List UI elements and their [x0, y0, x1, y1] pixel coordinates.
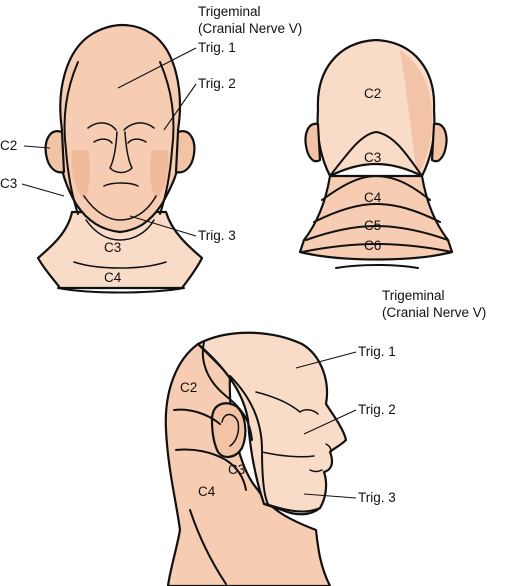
back-skull-shade	[400, 50, 433, 174]
front-trig3-leader	[129, 215, 197, 237]
back-c6-lower-boundary	[301, 243, 453, 253]
back-c5-c6-boundary	[305, 225, 449, 241]
side-back-neck-line	[189, 509, 227, 585]
front-jaw-line	[83, 195, 157, 221]
front-header-line2: (Cranial Nerve V)	[198, 21, 302, 36]
front-trig2-label: Trig. 2	[198, 76, 236, 91]
back-head-figure: C2 C3 C4 C5 C6	[298, 38, 454, 269]
back-c2-c3-boundary	[329, 131, 423, 177]
front-cheek-shade-left	[71, 150, 91, 200]
front-header-line1: Trigeminal	[198, 4, 261, 19]
side-c3-label: C3	[228, 462, 245, 477]
side-trig2-label: Trig. 2	[358, 402, 396, 417]
front-c2-label: C2	[0, 138, 17, 153]
side-neck-region	[164, 342, 332, 586]
side-trig1-leader	[295, 351, 357, 369]
back-c6-label: C6	[364, 238, 381, 253]
side-c2-label: C2	[180, 380, 197, 395]
side-header-line2: (Cranial Nerve V)	[382, 305, 486, 320]
back-c4-c5-boundary	[313, 203, 441, 223]
side-c2-c3-boundary	[173, 408, 221, 425]
front-collar-line	[57, 287, 185, 294]
front-c3-neck-label: C3	[104, 240, 121, 255]
side-trig3-leader	[303, 493, 357, 499]
side-c2-trig-boundary	[201, 341, 253, 441]
side-face-region	[196, 331, 348, 516]
side-c3-c4-boundary	[175, 448, 247, 491]
side-trig2-3-boundary	[261, 451, 315, 458]
front-trig-boundary-left	[63, 61, 79, 215]
side-c4-label: C4	[198, 484, 216, 499]
back-left-ear	[304, 122, 322, 163]
side-nostril	[325, 443, 332, 453]
side-ear	[210, 402, 247, 458]
back-neck-region	[298, 174, 454, 261]
front-trig1-leader	[117, 47, 197, 89]
front-c2-leader	[23, 145, 51, 149]
back-c2-label: C2	[364, 86, 381, 101]
front-left-eye	[93, 138, 113, 144]
front-head-figure: Trigeminal (Cranial Nerve V) Trig. 1 Tri…	[0, 4, 302, 294]
front-brow	[87, 122, 155, 131]
back-right-ear	[430, 122, 448, 163]
back-c4-label: C4	[364, 190, 382, 205]
back-shoulder-line	[335, 264, 419, 269]
side-jaw-line	[265, 503, 321, 513]
side-header-line1: Trigeminal	[382, 288, 445, 303]
front-cheek-shade-right	[149, 150, 169, 200]
front-right-eye	[127, 138, 147, 144]
front-right-ear	[174, 130, 196, 174]
front-trig3-label: Trig. 3	[198, 228, 236, 243]
side-eye	[299, 409, 319, 415]
front-c3-leader	[21, 183, 65, 197]
front-c3-side-label: C3	[0, 176, 17, 191]
side-trig1-2-boundary	[255, 391, 301, 413]
front-left-ear	[44, 130, 66, 174]
side-trig-inner-boundary	[229, 375, 269, 505]
front-trig1-label: Trig. 1	[198, 40, 236, 55]
front-c3-c4-line	[73, 261, 167, 269]
side-head-figure: Trigeminal (Cranial Nerve V) Trig. 1 Tri…	[164, 288, 486, 586]
front-mouth	[103, 182, 139, 187]
front-trig-boundary-right	[159, 61, 175, 215]
front-neck-line	[85, 219, 155, 241]
side-trig2-leader	[303, 409, 357, 435]
front-nose	[109, 131, 133, 174]
back-c3-label: C3	[364, 150, 381, 165]
front-c4-label: C4	[104, 270, 122, 285]
side-ear-inner	[221, 413, 240, 447]
back-c3-c4-boundary	[321, 175, 431, 201]
side-mouth	[309, 469, 323, 473]
back-c5-label: C5	[364, 218, 381, 233]
front-trig2-leader	[163, 83, 197, 131]
side-trig1-label: Trig. 1	[358, 344, 396, 359]
side-trig3-label: Trig. 3	[358, 490, 396, 505]
front-face-region	[58, 24, 182, 234]
